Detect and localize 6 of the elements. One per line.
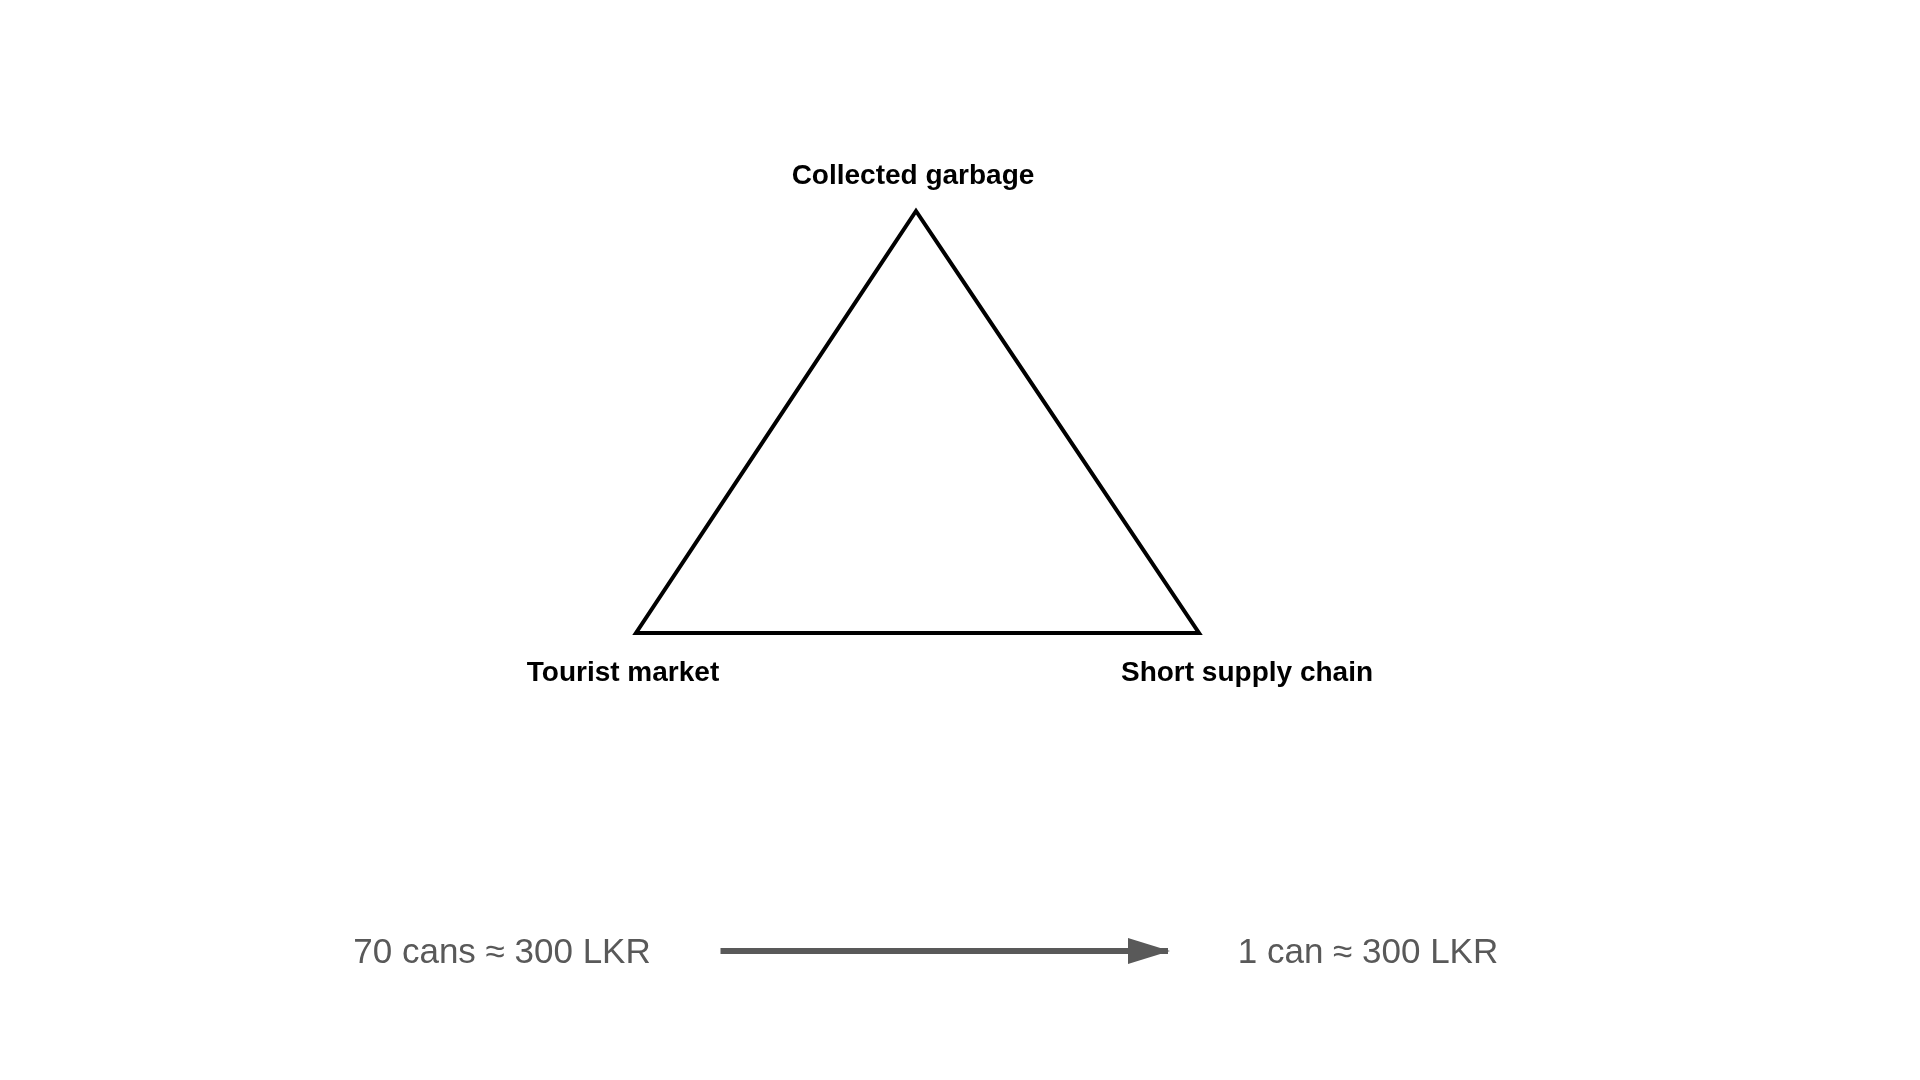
vertex-label: Tourist market: [526, 656, 720, 688]
value-text: 1 can ≈ 300 LKR: [1167, 927, 1569, 975]
value-text: 70 cans ≈ 300 LKR: [283, 927, 721, 975]
vertex-label: Short supply chain: [1121, 656, 1373, 688]
arrow: [720, 938, 1170, 964]
vertex-label: Collected garbage: [791, 159, 1035, 191]
